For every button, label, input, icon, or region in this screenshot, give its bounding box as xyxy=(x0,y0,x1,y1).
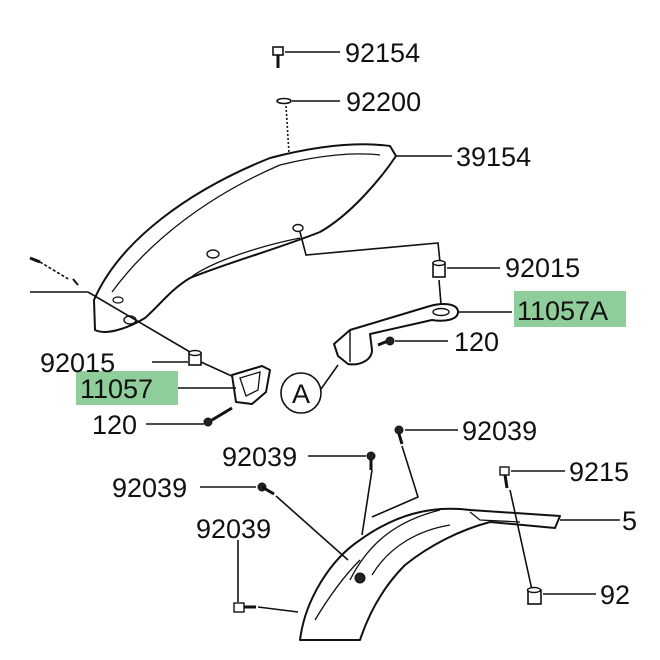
screw-92039-d xyxy=(233,602,256,613)
axis-9215 xyxy=(509,489,533,591)
axis-line-right-lower xyxy=(438,279,442,305)
cowl-39154 xyxy=(93,143,397,333)
label-92039-b: 92039 xyxy=(222,442,297,472)
label-9215: 9215 xyxy=(569,457,629,487)
label-120-left: 120 xyxy=(92,410,137,440)
screw-left-edge xyxy=(29,256,191,353)
label-92: 92 xyxy=(600,580,630,610)
collar-92015-right xyxy=(432,259,446,278)
axis-92039-a xyxy=(371,445,419,518)
screw-92039-c xyxy=(257,482,275,496)
label-92039-a: 92039 xyxy=(462,416,537,446)
meter-cover-lower xyxy=(299,507,561,641)
highlight-11057A xyxy=(514,291,626,327)
screw-92039-a xyxy=(394,425,404,445)
label-92200: 92200 xyxy=(346,87,421,117)
axis-92039-c xyxy=(275,495,349,561)
axis-92039-b xyxy=(361,469,373,536)
reference-A-marker xyxy=(280,364,339,414)
bracket-11057A xyxy=(333,303,459,366)
collar-92015-left xyxy=(188,349,202,366)
highlight-11057 xyxy=(76,371,178,405)
label-92154-top: 92154 xyxy=(345,38,420,68)
label-reference-A: A xyxy=(292,379,310,409)
bolt-9215-right xyxy=(499,466,510,489)
bolt-92154-top xyxy=(272,46,284,68)
bracket-11057 xyxy=(231,365,271,405)
label-92039-d: 92039 xyxy=(196,514,271,544)
collar-92-right xyxy=(526,586,542,605)
axis-92039-d xyxy=(257,606,299,613)
label-11057: 11057 xyxy=(80,374,153,404)
axis-line-right xyxy=(299,231,441,263)
bolt-120-right xyxy=(377,336,395,347)
label-11057A: 11057A xyxy=(517,296,608,326)
axis-line-left xyxy=(200,361,237,379)
label-92015-right: 92015 xyxy=(505,253,580,283)
bolt-120-left xyxy=(203,406,233,427)
label-5: 5 xyxy=(622,506,637,536)
label-92015-left: 92015 xyxy=(40,348,115,378)
screw-92039-b xyxy=(366,451,376,470)
label-92039-c: 92039 xyxy=(112,473,187,503)
label-120-right: 120 xyxy=(454,327,499,357)
label-39154: 39154 xyxy=(456,142,531,172)
washer-92200 xyxy=(276,97,292,105)
